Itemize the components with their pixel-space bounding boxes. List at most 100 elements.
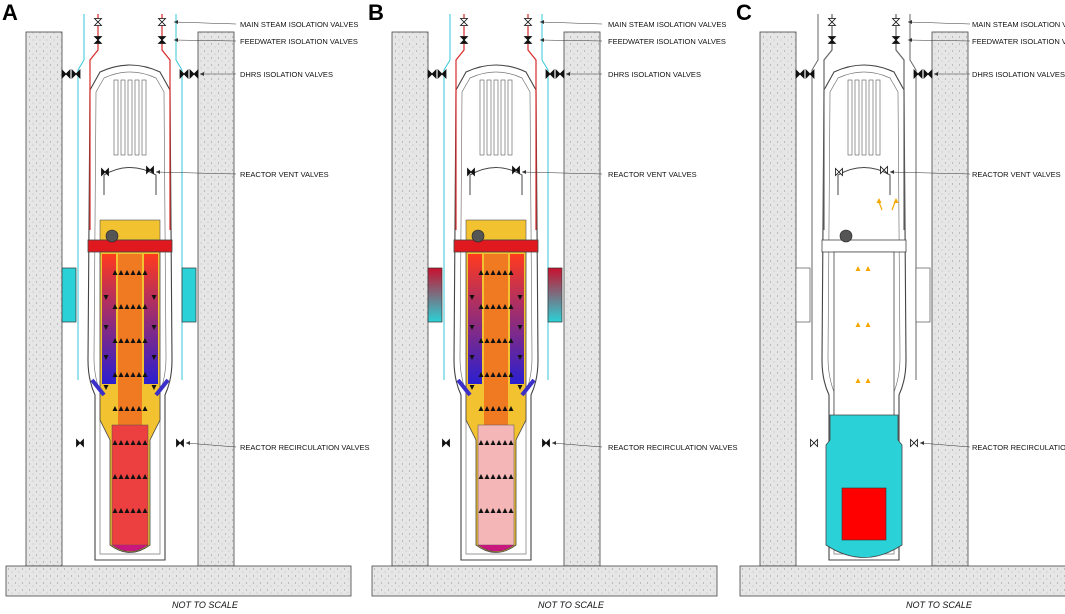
vent-valve-right — [880, 165, 888, 175]
feedwater-label-c: FEEDWATER ISOLATION VALVES — [972, 37, 1065, 46]
vent-label-a: REACTOR VENT VALVES — [240, 170, 329, 179]
dhrs-hx-left — [427, 267, 443, 323]
dhrs-valve-right-2 — [189, 69, 199, 79]
flow-up-4-7 — [136, 508, 142, 513]
crd-housing-4 — [141, 79, 147, 156]
dhrs-valve-right-1 — [913, 69, 923, 79]
flow-up-4-0 — [136, 270, 142, 275]
flow-up-4-6 — [502, 474, 508, 479]
flow-up-4-1 — [502, 304, 508, 309]
flow-up-0-3 — [478, 372, 484, 377]
dhrs-valve-left-2 — [805, 69, 815, 79]
flow-down-left-2 — [103, 355, 109, 360]
dhrs-label-b: DHRS ISOLATION VALVES — [608, 70, 701, 79]
leader-vent-head — [156, 170, 160, 174]
flow-up-4-4 — [136, 406, 142, 411]
flow-up-2-4 — [490, 406, 496, 411]
riser — [484, 254, 508, 434]
flow-up-3-7 — [130, 508, 136, 513]
recirc-valve-right — [542, 438, 550, 448]
flow-up-3-1 — [496, 304, 502, 309]
left-wall — [25, 31, 63, 567]
flow-up-2-7 — [124, 508, 130, 513]
scale-note-b: NOT TO SCALE — [538, 600, 604, 610]
pump-motor — [839, 229, 853, 243]
flow-up-2-3 — [490, 372, 496, 377]
flow-up-0-1 — [112, 304, 118, 309]
flow-down-right-3 — [517, 385, 523, 390]
pump-motor — [105, 229, 119, 243]
flow-up-3-4 — [130, 406, 136, 411]
flow-down-right-2 — [151, 355, 157, 360]
vent-valve-left — [467, 167, 475, 177]
flow-down-right-0 — [151, 295, 157, 300]
feedwater-valve-left — [827, 36, 837, 44]
feedwater-valve-right — [523, 36, 533, 44]
flow-up-2-6 — [490, 474, 496, 479]
leader-vent-head — [522, 170, 526, 174]
leader-feedwater-head — [174, 38, 178, 42]
recirc-valve-left — [442, 438, 450, 448]
feedwater-line-left — [443, 14, 451, 380]
leader-main-steam-head — [908, 20, 912, 24]
dhrs-hx-right — [181, 267, 197, 323]
leader-recirc-head — [920, 441, 924, 445]
steam-line-right — [895, 14, 905, 230]
flow-down-right-3 — [151, 385, 157, 390]
containment-inner — [459, 71, 533, 555]
panel-c: C MAIN STEAM ISOLATION VALVES FEEDWATER … — [734, 0, 1065, 614]
flow-up-5-5 — [142, 440, 148, 445]
crd-housing-2 — [493, 79, 499, 156]
flow-up-4-2 — [136, 338, 142, 343]
flow-up-1-1 — [118, 304, 124, 309]
flow-up-2-2 — [490, 338, 496, 343]
flow-up-4-6 — [136, 474, 142, 479]
feedwater-line-left — [811, 14, 819, 380]
flow-up-0-6 — [478, 474, 484, 479]
steam-line-left — [823, 14, 833, 230]
crd-housing-0 — [479, 79, 485, 156]
flow-up-3-3 — [130, 372, 136, 377]
crd-housing-2 — [861, 79, 867, 156]
flow-up-0-4 — [478, 406, 484, 411]
feedwater-line-right — [909, 14, 917, 380]
flow-down-left-3 — [103, 385, 109, 390]
sg-outlet-left — [456, 378, 472, 397]
flow-up-2-0 — [124, 270, 130, 275]
leader-feedwater-head — [908, 38, 912, 42]
crd-housing-3 — [500, 79, 506, 156]
rpv-upper-head — [103, 167, 157, 195]
panel-a: A MAIN STEAM ISOLATION VALVES FEEDWATER … — [0, 0, 369, 614]
boil-arrow-l-0 — [855, 266, 861, 271]
feedwater-line-right — [541, 14, 549, 380]
dhrs-valve-right-2 — [923, 69, 933, 79]
dhrs-valve-left-2 — [437, 69, 447, 79]
flow-up-1-1 — [484, 304, 490, 309]
flow-down-right-1 — [517, 325, 523, 330]
flow-up-5-3 — [142, 372, 148, 377]
leader-feedwater — [539, 39, 603, 42]
lower-plenum — [111, 544, 149, 552]
flow-down-left-3 — [469, 385, 475, 390]
feedwater-valve-right — [891, 36, 901, 44]
flow-up-3-5 — [496, 440, 502, 445]
crd-housing-1 — [120, 79, 126, 156]
vent-valve-left — [101, 167, 109, 177]
steam-line-left — [455, 14, 465, 230]
rpv-flange — [453, 239, 539, 253]
flow-up-5-7 — [142, 508, 148, 513]
flow-up-3-4 — [496, 406, 502, 411]
leader-main-steam — [539, 21, 603, 25]
flow-up-0-5 — [478, 440, 484, 445]
flow-down-right-2 — [517, 355, 523, 360]
flow-up-4-4 — [502, 406, 508, 411]
main-steam-valve-left — [827, 18, 837, 26]
boil-arrow-r-1 — [865, 322, 871, 327]
panel-b: B MAIN STEAM ISOLATION VALVES FEEDWATER … — [366, 0, 737, 614]
feedwater-label-a: FEEDWATER ISOLATION VALVES — [240, 37, 358, 46]
feedwater-label-b: FEEDWATER ISOLATION VALVES — [608, 37, 726, 46]
containment-inner — [827, 71, 901, 555]
boil-arrow-r-2 — [865, 378, 871, 383]
dhrs-label-a: DHRS ISOLATION VALVES — [240, 70, 333, 79]
dhrs-valve-right-1 — [179, 69, 189, 79]
